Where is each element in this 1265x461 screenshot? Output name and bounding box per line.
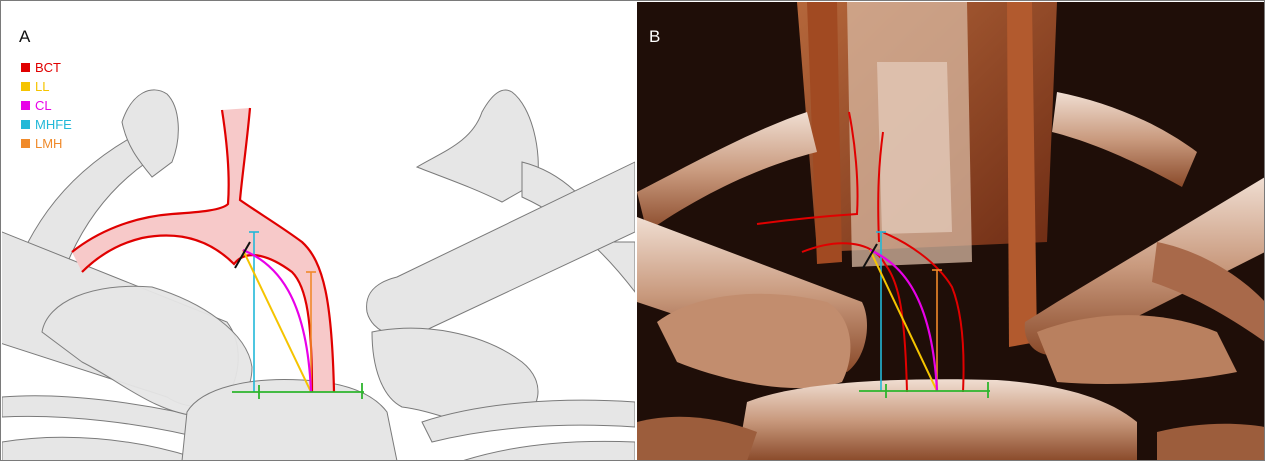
legend: BCT LL CL MHFE LMH (21, 58, 72, 153)
left-lower-rib-2 (2, 437, 192, 461)
legend-label-cl: CL (35, 98, 52, 113)
legend-swatch-lmh (21, 139, 30, 148)
panel-a-schematic: A BCT LL CL MHFE LMH (2, 2, 635, 461)
legend-item-bct: BCT (21, 58, 72, 77)
legend-label-mhfe: MHFE (35, 117, 72, 132)
legend-label-bct: BCT (35, 60, 61, 75)
legend-item-ll: LL (21, 77, 72, 96)
panel-label-a: A (19, 27, 30, 47)
panel-label-b: B (649, 27, 660, 47)
legend-item-mhfe: MHFE (21, 115, 72, 134)
legend-label-ll: LL (35, 79, 49, 94)
legend-swatch-ll (21, 82, 30, 91)
legend-swatch-bct (21, 63, 30, 72)
schematic-drawing (2, 2, 635, 461)
trachea (877, 62, 952, 234)
lower-right-rib (1157, 424, 1265, 461)
legend-swatch-mhfe (21, 120, 30, 129)
right-lower-rib-2 (462, 441, 635, 461)
right-scapula (417, 90, 538, 202)
legend-item-lmh: LMH (21, 134, 72, 153)
legend-label-lmh: LMH (35, 136, 62, 151)
legend-swatch-cl (21, 101, 30, 110)
legend-item-cl: CL (21, 96, 72, 115)
panel-b-ct-render: B (637, 2, 1265, 461)
ct-render (637, 2, 1265, 461)
right-neck-vessel (1007, 2, 1037, 347)
